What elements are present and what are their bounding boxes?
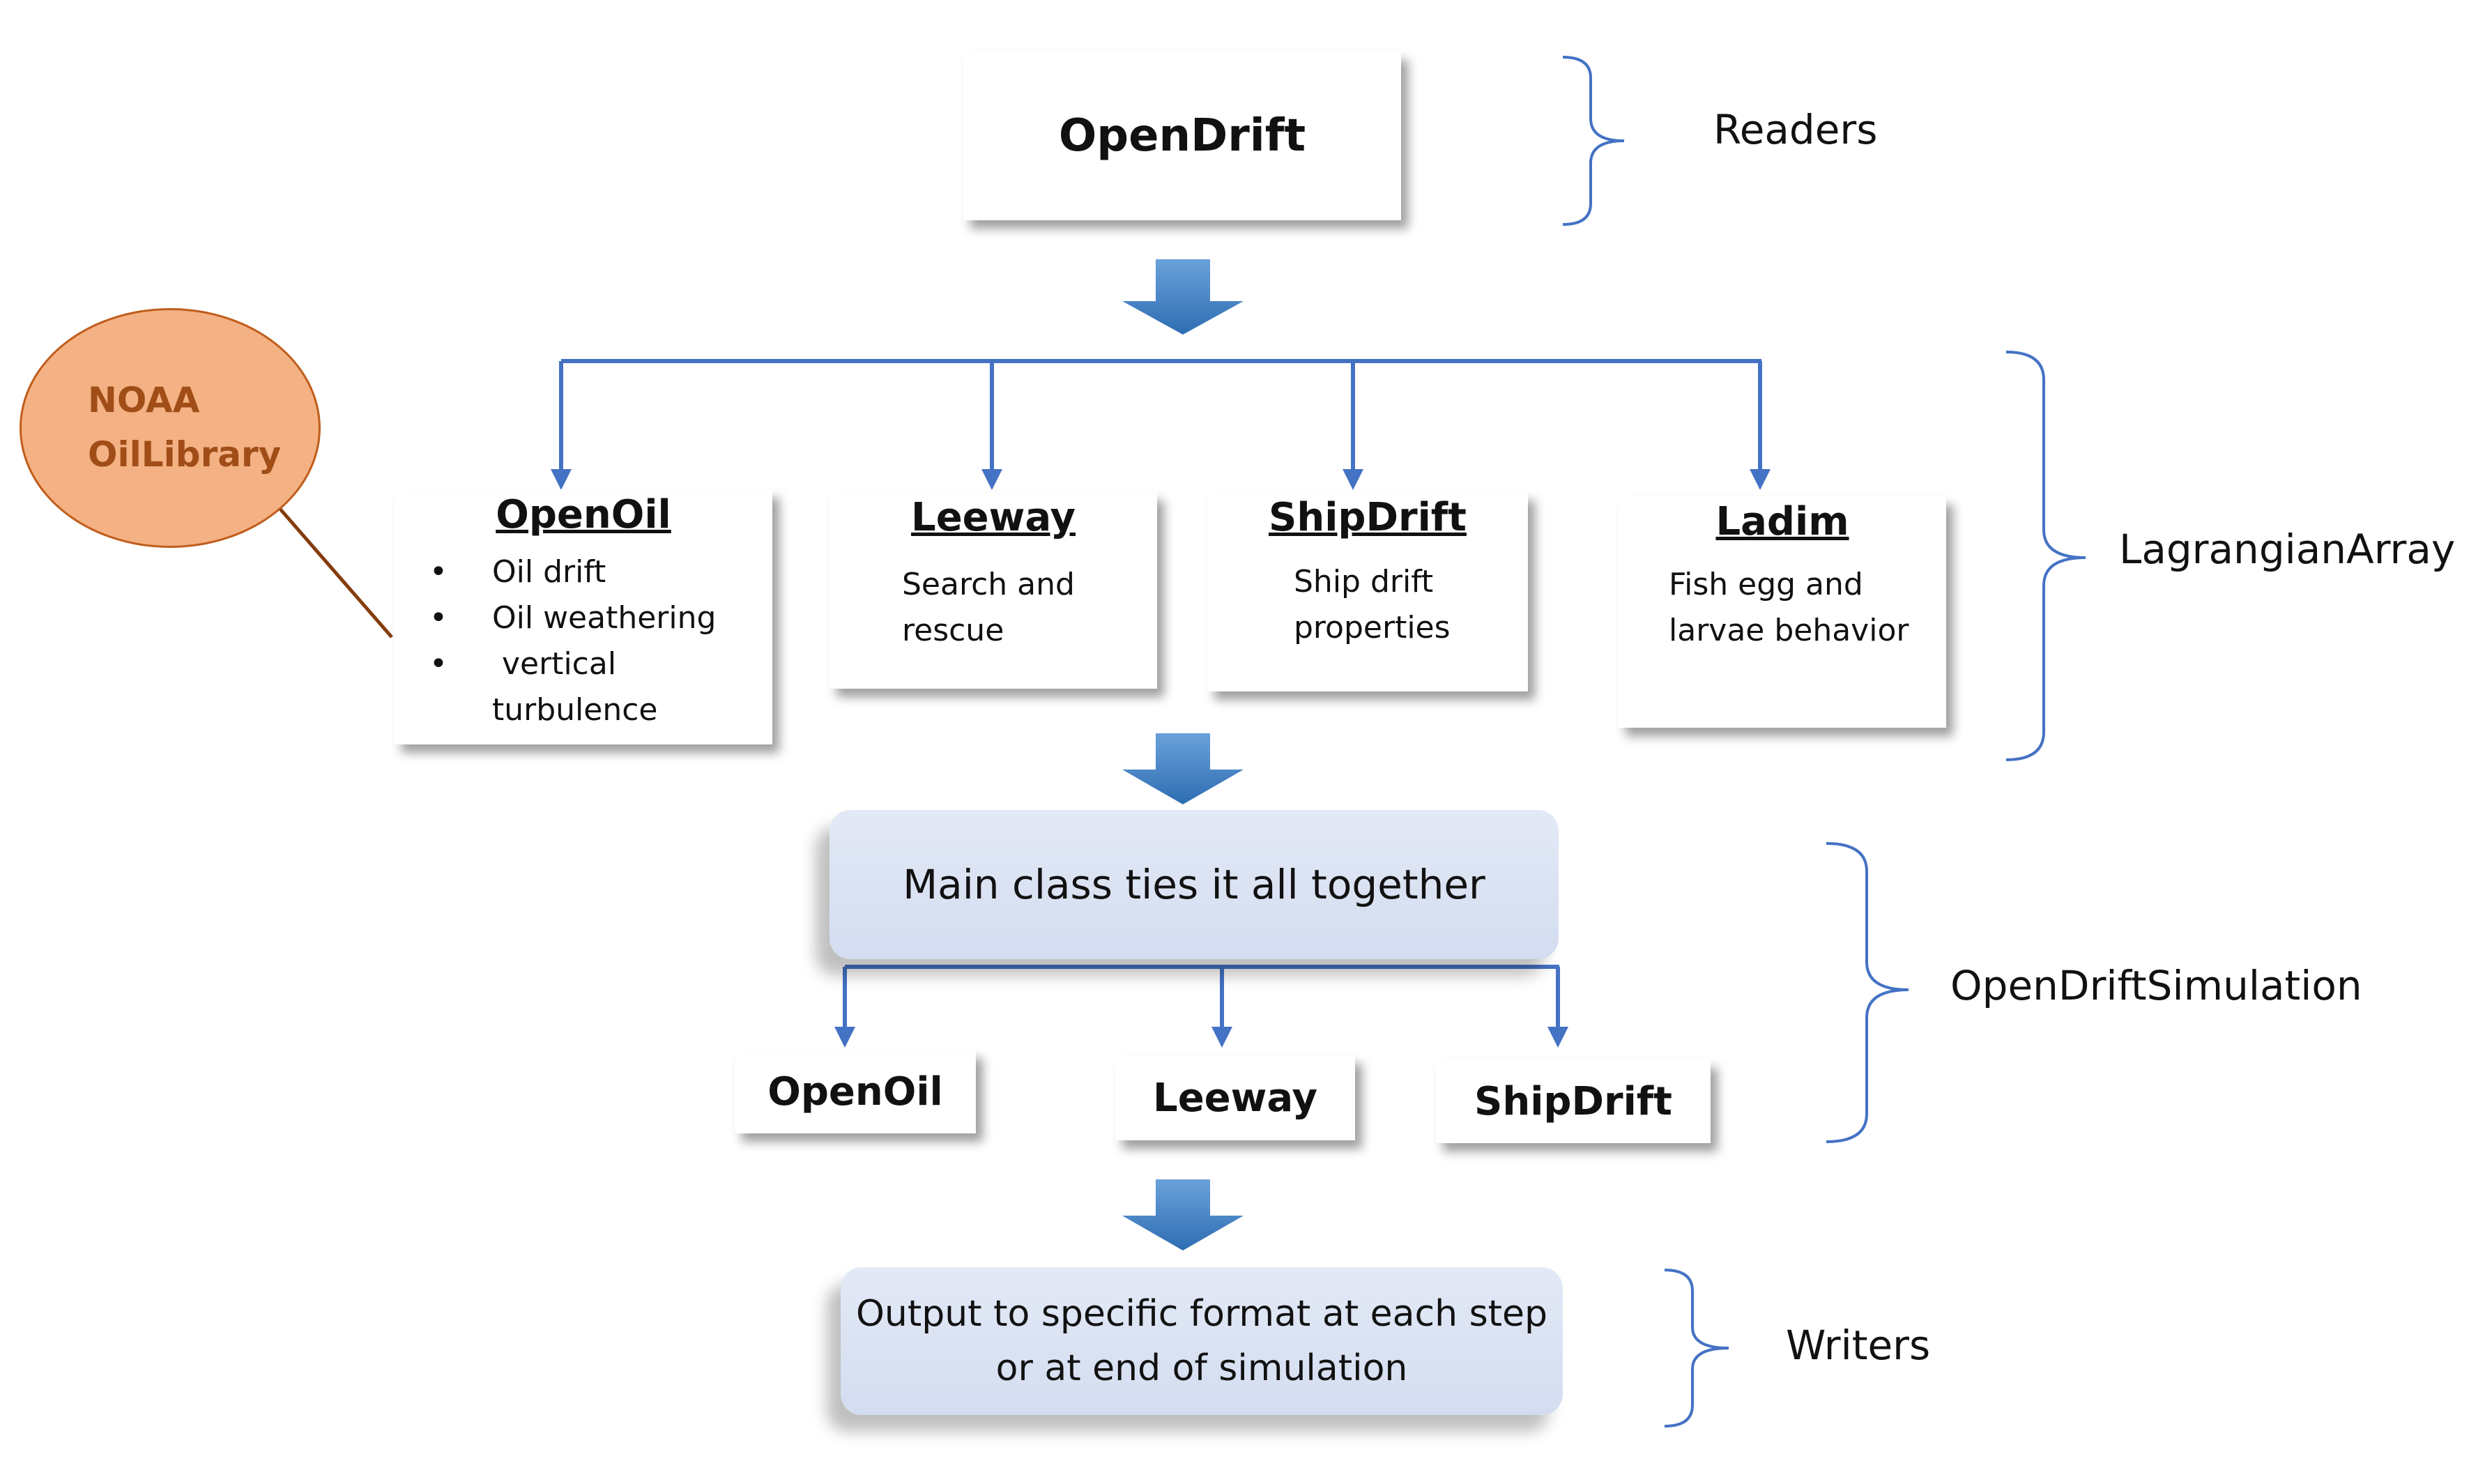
module-desc-leeway: Search and rescue [902,567,1075,648]
module-box-leeway: Leeway Search and rescue [829,492,1157,689]
list-item: • vertical [429,641,716,687]
output-text: Output to specific format at each step o… [855,1293,1548,1389]
list-item: • Oil weathering [429,595,716,641]
module-desc-shipdrift: Ship drift properties [1294,564,1451,645]
module-box-ladim: Ladim Fish egg and larvae behavior [1619,496,1946,728]
list-item-continuation: turbulence [492,692,658,728]
callout-text: NOAA OilLibrary [88,380,282,475]
main-class-text: Main class ties it all together [903,861,1485,908]
noaa-oil-library-callout: NOAA OilLibrary [20,308,321,548]
label-readers: Readers [1713,106,1878,153]
list-item: • Oil drift [429,549,716,595]
flow-arrow-2 [1122,733,1244,804]
flow-arrow-1 [1122,259,1244,335]
output-box: Output to specific format at each step o… [841,1267,1563,1415]
module-title-ladim: Ladim [1715,499,1849,544]
label-opendrift-simulation: OpenDriftSimulation [1950,962,2362,1009]
label-writers: Writers [1786,1322,1931,1369]
sim-module-openoil: OpenOil [735,1050,976,1133]
label-lagrangian-array: LagrangianArray [2119,526,2456,573]
sim-module-shipdrift: ShipDrift [1436,1060,1711,1143]
bullet-dot: • [429,600,448,636]
module-title-shipdrift: ShipDrift [1269,495,1467,540]
module-desc-ladim: Fish egg and larvae behavior [1669,567,1909,648]
module-connector [551,359,1771,490]
module-box-shipdrift: ShipDrift Ship drift properties [1207,492,1528,691]
brace-writers [1664,1269,1729,1428]
module-box-openoil: OpenOil • Oil drift • Oil weathering • v… [395,489,772,744]
module-title-leeway: Leeway [911,495,1076,540]
simulation-connector [834,965,1568,1048]
brace-lagrangian [2005,351,2086,761]
bullet-dot: • [429,646,448,682]
callout-pointer [277,506,393,638]
brace-readers [1562,56,1625,226]
flow-arrow-3 [1122,1179,1244,1250]
main-class-box: Main class ties it all together [829,810,1559,959]
opendrift-box: OpenDrift [963,52,1401,220]
bullet-dot: • [429,554,448,590]
module-title-openoil: OpenOil [496,492,671,537]
sim-module-leeway: Leeway [1115,1055,1355,1140]
openoil-bullet-list: • Oil drift • Oil weathering • vertical … [429,549,716,733]
brace-simulation [1826,842,1909,1143]
opendrift-title: OpenDrift [1058,110,1306,162]
